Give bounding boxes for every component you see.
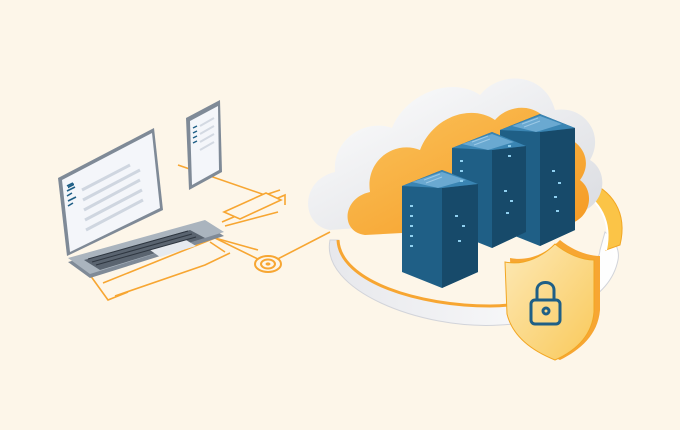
phone-icon: [186, 100, 222, 190]
padlock-icon: [529, 281, 562, 326]
wire-junction-box: [222, 192, 283, 220]
server-rack-icon: [402, 114, 575, 288]
network-node-icon: [254, 255, 282, 273]
laptop-icon: [58, 128, 224, 278]
